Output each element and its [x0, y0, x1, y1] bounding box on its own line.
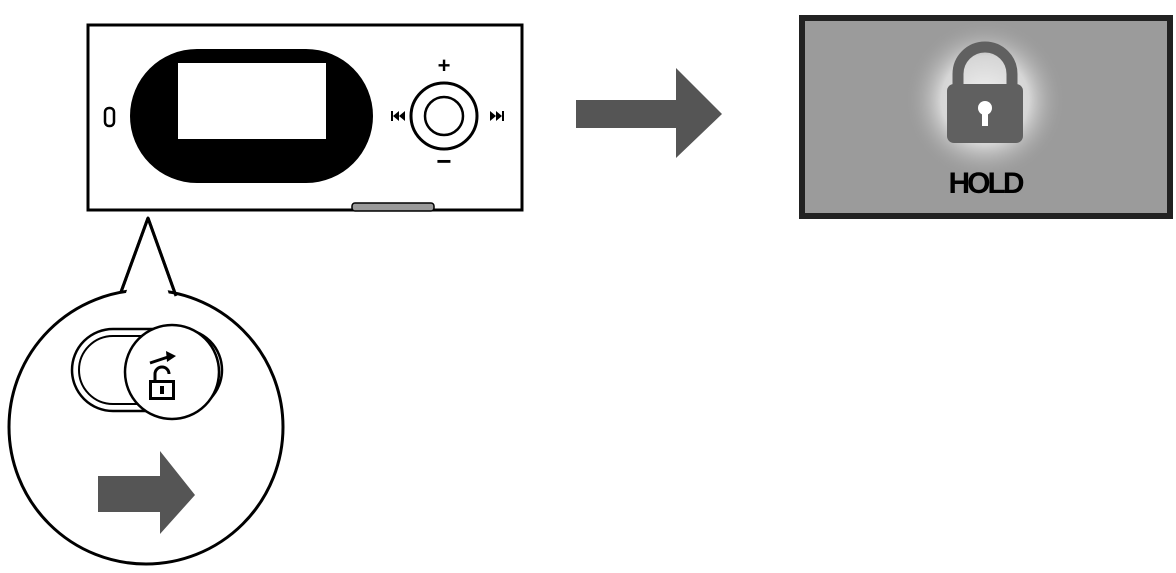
arrow-right-icon: [98, 451, 195, 534]
music-player-device: + −: [86, 23, 524, 212]
hold-label: HOLD: [949, 167, 1024, 200]
volume-up-symbol: +: [438, 53, 451, 78]
hold-switch[interactable]: [103, 106, 116, 128]
zoom-callout: [7, 216, 285, 566]
center-button[interactable]: [423, 95, 465, 137]
padlock-icon: [947, 41, 1023, 143]
skip-back-icon: [391, 111, 405, 121]
skip-forward-icon: [490, 111, 504, 121]
hold-screen: HOLD: [799, 15, 1173, 219]
bottom-port: [351, 202, 435, 212]
volume-down-symbol: −: [436, 146, 451, 176]
device-screen: [178, 63, 326, 139]
unlock-icon: [149, 351, 176, 400]
arrow-right-icon: [576, 68, 722, 158]
